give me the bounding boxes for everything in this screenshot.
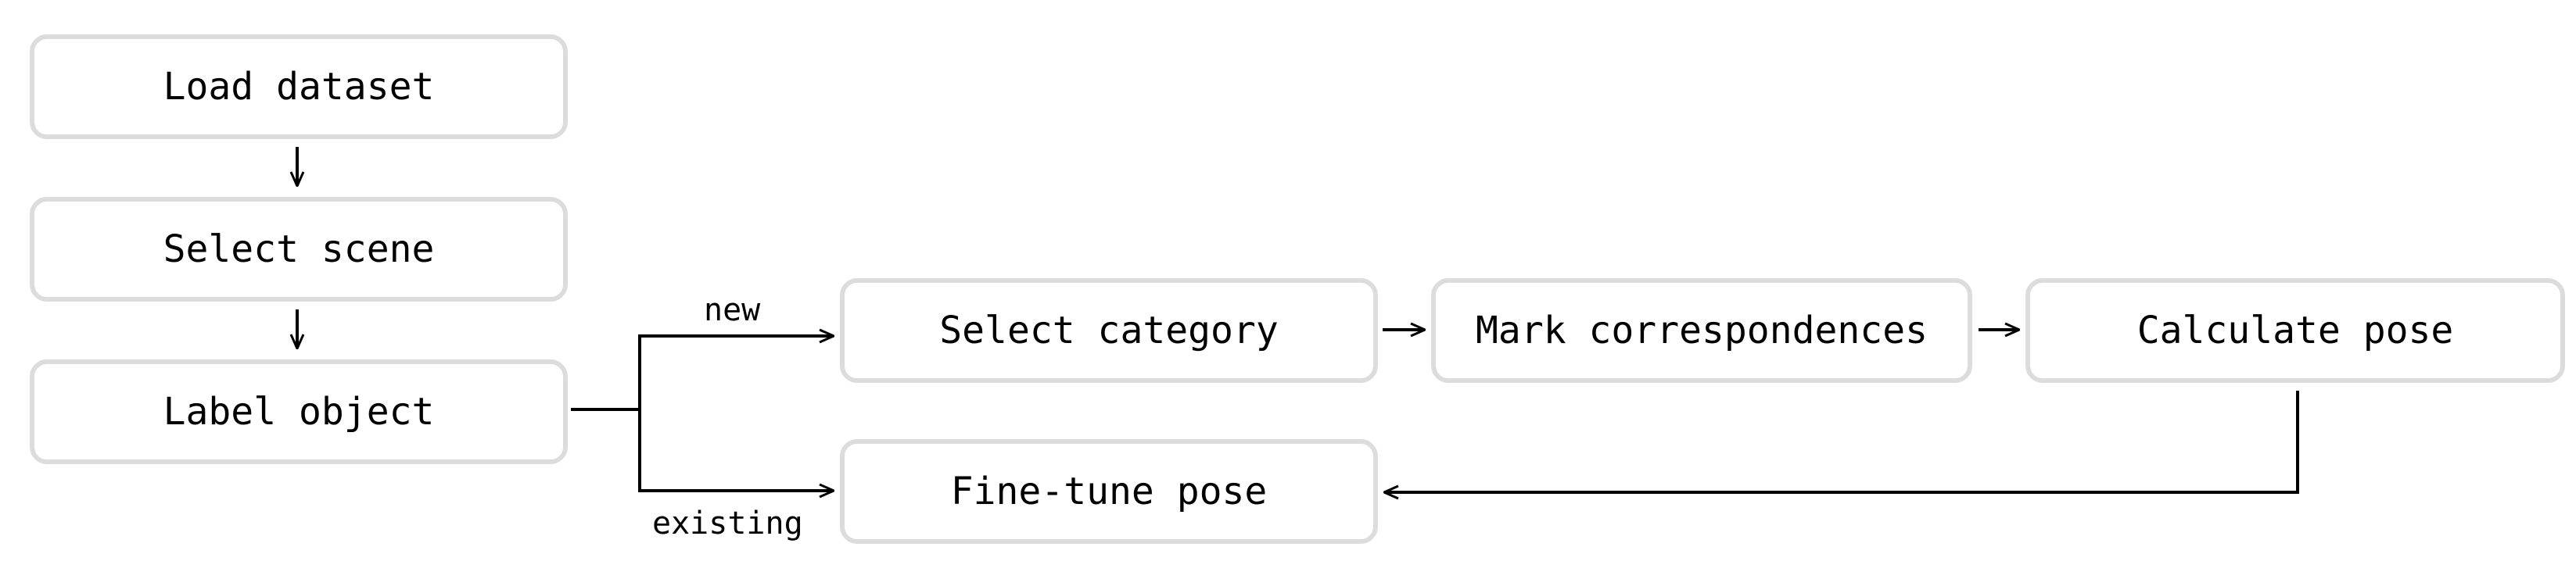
- node-label: Load dataset: [163, 65, 435, 109]
- edge-label-new: new: [704, 292, 761, 328]
- node-label: Fine-tune pose: [950, 470, 1268, 513]
- node-label-object: Label object: [30, 359, 568, 464]
- node-label: Label object: [163, 390, 435, 434]
- arrow-calc-to-fine-tune: [1384, 391, 2299, 492]
- node-label: Calculate pose: [2137, 309, 2454, 352]
- node-calculate-pose: Calculate pose: [2025, 278, 2565, 383]
- node-label: Select category: [939, 309, 1279, 352]
- node-label: Select scene: [163, 227, 435, 271]
- node-fine-tune-pose: Fine-tune pose: [840, 439, 1378, 544]
- node-label: Mark correspondences: [1476, 309, 1928, 352]
- node-select-category: Select category: [840, 278, 1378, 383]
- edge-label-existing: existing: [652, 506, 803, 541]
- node-select-scene: Select scene: [30, 197, 568, 302]
- node-mark-correspondences: Mark correspondences: [1431, 278, 1972, 383]
- node-load-dataset: Load dataset: [30, 34, 568, 139]
